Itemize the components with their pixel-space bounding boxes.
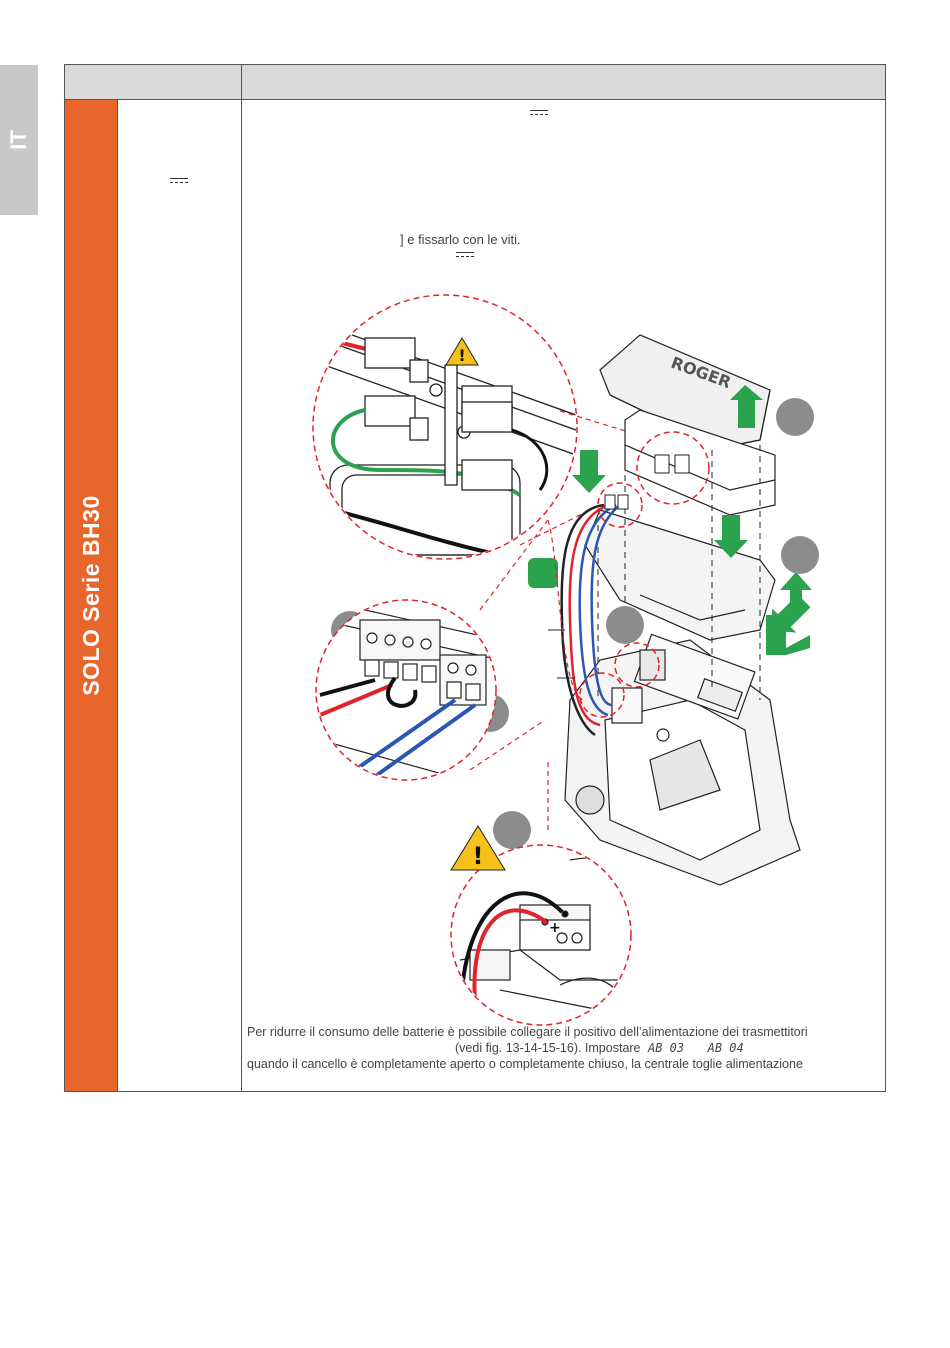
arrow-down-icon — [572, 450, 606, 493]
battery-note-line1: Per ridurre il consumo delle batterie è … — [247, 1025, 808, 1039]
step-indicator — [528, 558, 558, 588]
svg-text:!: ! — [458, 346, 465, 365]
detail-circle-battery: + — [450, 844, 632, 1026]
svg-text:+: + — [549, 920, 561, 936]
arrow-icons — [572, 385, 812, 655]
arrow-down-icon — [714, 515, 748, 558]
battery-note-line3: quando il cancello è completamente apert… — [247, 1057, 803, 1071]
detail-circle-connectors: ! — [312, 294, 578, 560]
battery-note-line2-text: (vedi fig. 13-14-15-16). Impostare — [455, 1041, 641, 1055]
parameter-code-1: AB 03 — [648, 1041, 685, 1055]
fix-instruction: ] e fissarlo con le viti. — [400, 232, 521, 247]
content-table: SOLO Serie BH30 — [64, 64, 886, 1092]
gate-controller-device: ROGER — [564, 334, 801, 886]
svg-text:!: ! — [473, 842, 484, 870]
arrow-up-icon — [730, 385, 763, 428]
warning-icon — [445, 337, 479, 366]
detail-circle-terminals — [315, 599, 497, 781]
warning-icon — [450, 825, 506, 871]
dc-symbol-icon — [530, 110, 548, 118]
dc-symbol-icon — [170, 178, 188, 186]
table-header — [65, 65, 885, 100]
language-tab: IT — [0, 65, 38, 215]
section-band: SOLO Serie BH30 — [65, 100, 118, 1091]
parameter-code-2: AB 04 — [707, 1041, 744, 1055]
column-divider — [241, 65, 242, 1091]
battery-note-line2: (vedi fig. 13-14-15-16). Impostare AB 03… — [455, 1040, 744, 1056]
dc-symbol-icon — [456, 252, 474, 260]
